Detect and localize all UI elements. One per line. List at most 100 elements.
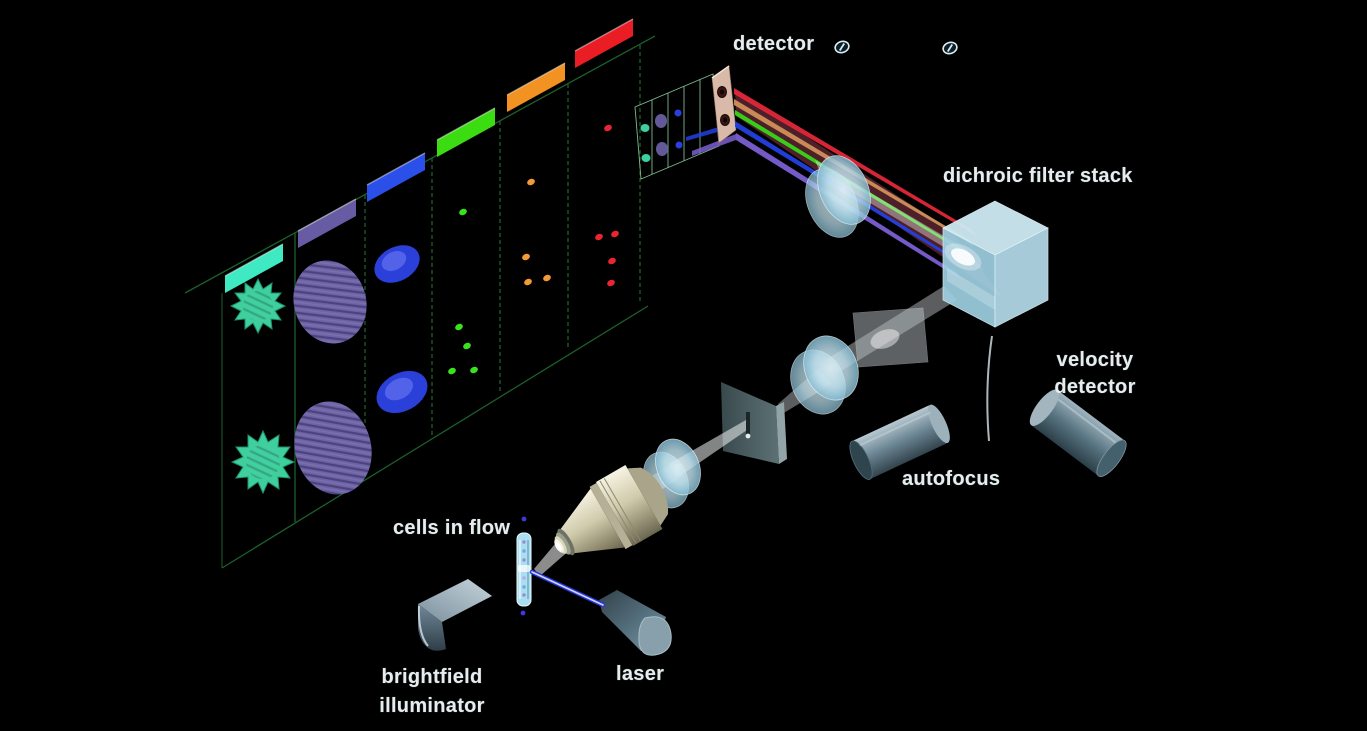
autofocus-cylinder-body — [852, 405, 948, 479]
flow-cell-dot — [522, 549, 526, 553]
cell-dot — [524, 278, 532, 286]
flow-cell — [516, 516, 532, 616]
cell-dot — [470, 366, 478, 374]
star-texture — [246, 445, 280, 479]
orange-dot-cells — [522, 178, 551, 286]
mini-teal-cells — [640, 124, 651, 162]
dichroic-filter-stack-label: dichroic filter stack — [943, 165, 1133, 187]
cube-inner-beam — [947, 268, 995, 310]
brightfield-illuminator — [417, 579, 492, 651]
bar-highlights — [224, 18, 634, 277]
illuminator-bend-highlight — [417, 605, 429, 647]
red-dot-cells — [595, 124, 619, 287]
beam-to-panel-violet — [692, 134, 736, 156]
lens-front — [803, 335, 859, 401]
cell-dot — [607, 279, 615, 287]
brightfield-illuminator-label: brightfield illuminator — [362, 663, 502, 721]
velocity-detector-label-line1: velocity — [1056, 349, 1134, 371]
cells-in-flow-label: cells in flow — [393, 517, 511, 539]
illuminator-front-face — [418, 604, 446, 651]
red-beam — [734, 88, 977, 236]
slit-focus-glow — [745, 433, 751, 439]
green-bar — [437, 108, 495, 157]
blue-cell-glow — [384, 377, 414, 401]
slit-aperture — [746, 412, 750, 437]
red-bar — [575, 19, 633, 68]
cell-dot — [448, 367, 456, 375]
laser-intersection-glow — [518, 565, 530, 572]
mini-cell — [640, 124, 650, 132]
brightfield-illuminator-label-line2: illuminator — [379, 695, 485, 717]
mini-blue-cells — [674, 109, 683, 149]
flow-cell-dot — [522, 576, 526, 580]
cylinder-highlight — [1057, 398, 1117, 444]
mini-cell — [674, 109, 682, 117]
objective-ridge-ring — [589, 482, 633, 550]
star-texture — [243, 291, 273, 321]
objective-back-cap — [627, 467, 669, 526]
violet-cell-texture — [293, 260, 367, 344]
cell-dot — [522, 253, 530, 261]
cell-dot — [595, 233, 603, 241]
autofocus-cylinder-end — [849, 440, 873, 480]
sensor-hole-center — [720, 89, 724, 95]
cell-dot — [604, 124, 612, 132]
orange-bar — [507, 63, 565, 112]
cells-in-channel — [522, 540, 526, 597]
velocity-cylinder-body — [1032, 390, 1124, 476]
velocity-detector-label: velocity detector — [1038, 347, 1152, 401]
teal-bar — [225, 244, 283, 293]
objective-lens — [554, 464, 669, 556]
autofocus-label: autofocus — [902, 468, 1001, 490]
objective-body — [595, 464, 663, 547]
cylinder-highlight — [859, 411, 931, 447]
laser-label: laser — [616, 663, 665, 685]
objective-ring-line — [599, 480, 637, 544]
blue-cell-glow — [381, 250, 407, 272]
objective-ring-line — [603, 478, 641, 541]
spectral-bars — [224, 18, 634, 293]
velocity-cylinder-end — [1096, 439, 1127, 477]
flow-cell-dot — [522, 585, 526, 589]
cube-right-face — [994, 227, 1049, 328]
mini-cell — [655, 114, 667, 128]
cell-dot — [608, 257, 616, 265]
flow-cell-dot — [522, 593, 526, 597]
beam-hot-spot — [951, 248, 975, 266]
autofocus-detector — [849, 404, 950, 480]
mini-cell — [675, 141, 683, 149]
velocity-detector-label-line2: detector — [1054, 376, 1136, 398]
pickoff-plate — [852, 307, 929, 368]
velocity-cylinder-cap — [1029, 389, 1060, 426]
blue-bar — [367, 153, 425, 202]
velocity-detector — [1029, 389, 1127, 477]
detector-strip — [711, 65, 737, 144]
flow-cell-dot — [522, 558, 526, 562]
objective-tip-glow — [554, 542, 562, 551]
relay-lens-1 — [790, 335, 859, 415]
flow-direction-dot — [521, 516, 527, 522]
lens-front — [655, 438, 701, 496]
cell-dot — [463, 342, 471, 350]
mini-violet-cells — [655, 114, 668, 156]
flow-cell-dot — [522, 540, 526, 544]
violet-bar — [298, 199, 356, 248]
detector-lens — [805, 155, 871, 238]
detector-label: detector — [733, 33, 815, 55]
flow-direction-dot — [520, 610, 526, 616]
laser-end-cap — [638, 616, 672, 656]
brightfield-illuminator-label-line1: brightfield — [381, 666, 483, 688]
plate-beam-spot — [870, 329, 900, 349]
cell-dot — [527, 178, 535, 186]
laser-beam-core — [531, 571, 604, 606]
cell-dot — [543, 274, 551, 282]
violet-cell-texture — [294, 401, 372, 495]
thin-optic — [986, 335, 993, 442]
cell-dot — [455, 323, 463, 331]
objective-cone — [560, 488, 625, 554]
sensor-hole-center — [723, 117, 727, 123]
screw-icon — [942, 41, 958, 55]
cell-dot — [459, 208, 467, 216]
lens-front — [817, 155, 871, 225]
